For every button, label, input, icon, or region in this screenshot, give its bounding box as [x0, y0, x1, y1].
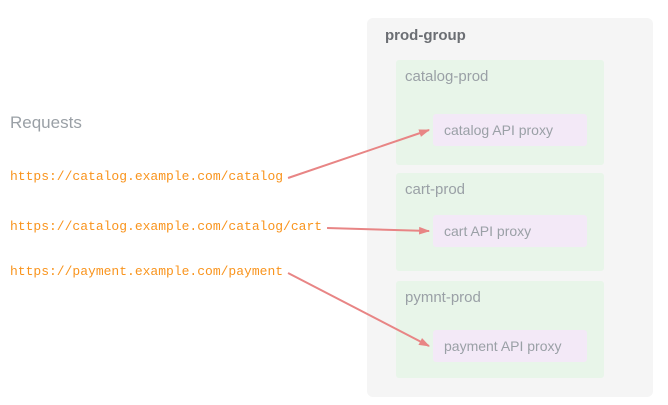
environment-name: cart-prod — [405, 181, 466, 198]
environment-box-cart-prod: cart-prod cart API proxy — [396, 173, 604, 271]
environment-box-pymnt-prod: pymnt-prod payment API proxy — [396, 281, 604, 378]
request-url-payment: https://payment.example.com/payment — [10, 264, 284, 279]
request-url-catalog-cart: https://catalog.example.com/catalog/cart — [10, 219, 323, 234]
proxy-box-payment: payment API proxy — [433, 330, 587, 362]
environment-box-catalog-prod: catalog-prod catalog API proxy — [396, 60, 604, 165]
prod-group-panel: prod-group catalog-prod catalog API prox… — [367, 18, 653, 397]
requests-heading: Requests — [10, 113, 82, 132]
prod-group-title: prod-group — [385, 27, 466, 44]
proxy-label: payment API proxy — [444, 338, 562, 354]
environment-name: catalog-prod — [405, 68, 489, 85]
environment-name: pymnt-prod — [405, 289, 481, 306]
proxy-box-catalog: catalog API proxy — [433, 114, 587, 146]
proxy-label: catalog API proxy — [444, 122, 553, 138]
proxy-label: cart API proxy — [444, 223, 532, 239]
proxy-box-cart: cart API proxy — [433, 215, 587, 247]
request-url-catalog: https://catalog.example.com/catalog — [10, 169, 284, 184]
